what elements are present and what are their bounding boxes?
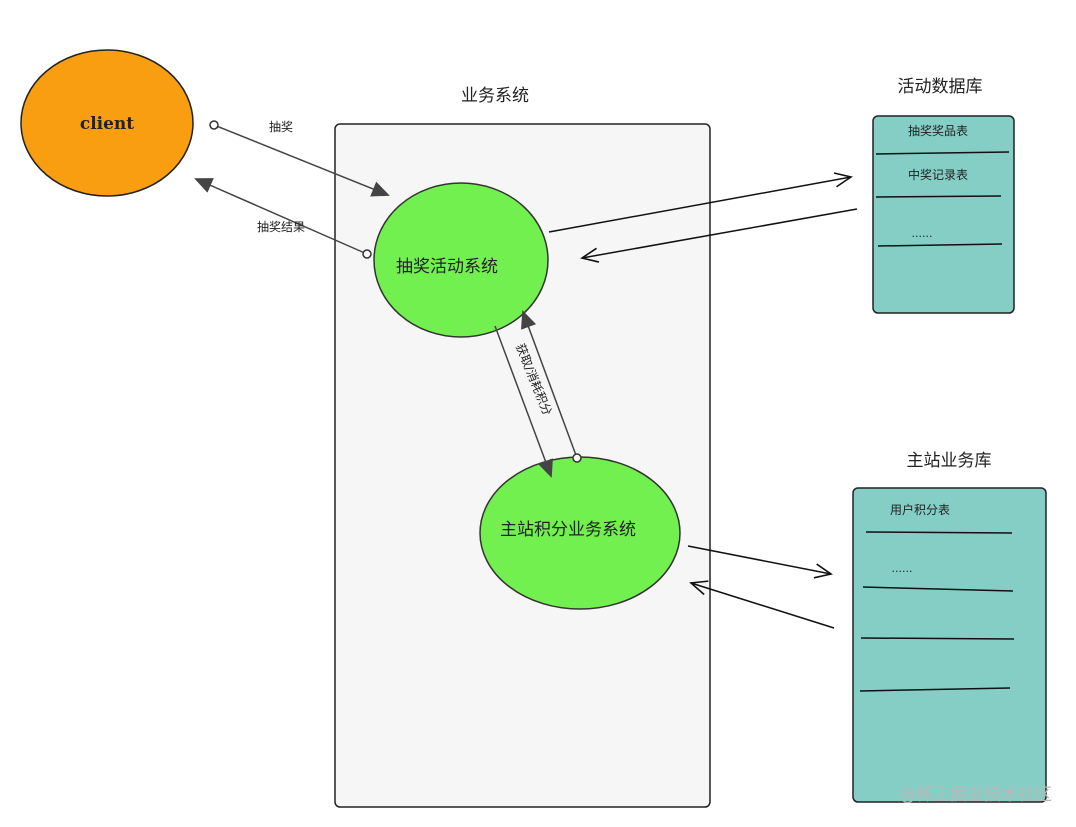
main-db-divider bbox=[860, 637, 1015, 640]
draw-arrow bbox=[213, 124, 390, 197]
main-db-row: ...... bbox=[892, 562, 913, 575]
main-db-write-arrow bbox=[687, 545, 833, 579]
activity-db-title: 活动数据库 bbox=[898, 77, 983, 97]
points-request-arrow bbox=[494, 325, 553, 478]
client-label: client bbox=[80, 114, 134, 134]
points-system-label: 主站积分业务系统 bbox=[500, 520, 636, 540]
activity-db bbox=[872, 115, 1015, 314]
business-system-title: 业务系统 bbox=[461, 86, 529, 106]
activity-db-row: 抽奖奖品表 bbox=[908, 124, 968, 138]
result-arrow bbox=[194, 178, 368, 255]
activity-db-row: ...... bbox=[912, 227, 933, 240]
result-arrow-origin bbox=[362, 249, 372, 259]
activity-db-divider bbox=[877, 243, 1003, 247]
points-response-origin bbox=[572, 453, 582, 463]
main-db bbox=[852, 487, 1047, 803]
activity-db-read-arrow bbox=[580, 208, 858, 263]
activity-db-divider bbox=[875, 195, 1002, 198]
client-node bbox=[20, 49, 194, 197]
main-db-divider bbox=[865, 531, 1013, 534]
draw-edge-label: 抽奖 bbox=[269, 120, 293, 134]
points-response-arrow bbox=[521, 310, 578, 459]
result-edge-label: 抽奖结果 bbox=[257, 220, 305, 234]
activity-db-divider bbox=[875, 151, 1010, 155]
lottery-system-node bbox=[373, 182, 549, 338]
main-db-read-arrow bbox=[689, 580, 835, 629]
activity-db-row: 中奖记录表 bbox=[908, 167, 968, 182]
main-db-divider bbox=[862, 586, 1014, 592]
main-db-title: 主站业务库 bbox=[907, 451, 992, 471]
activity-db-write-arrow bbox=[548, 172, 853, 233]
watermark: @稀土掘金技术社区 bbox=[899, 785, 1052, 805]
lottery-system-label: 抽奖活动系统 bbox=[396, 257, 498, 277]
draw-arrow-origin bbox=[209, 120, 219, 130]
main-db-divider bbox=[859, 687, 1011, 692]
main-db-row: 用户积分表 bbox=[890, 502, 950, 517]
